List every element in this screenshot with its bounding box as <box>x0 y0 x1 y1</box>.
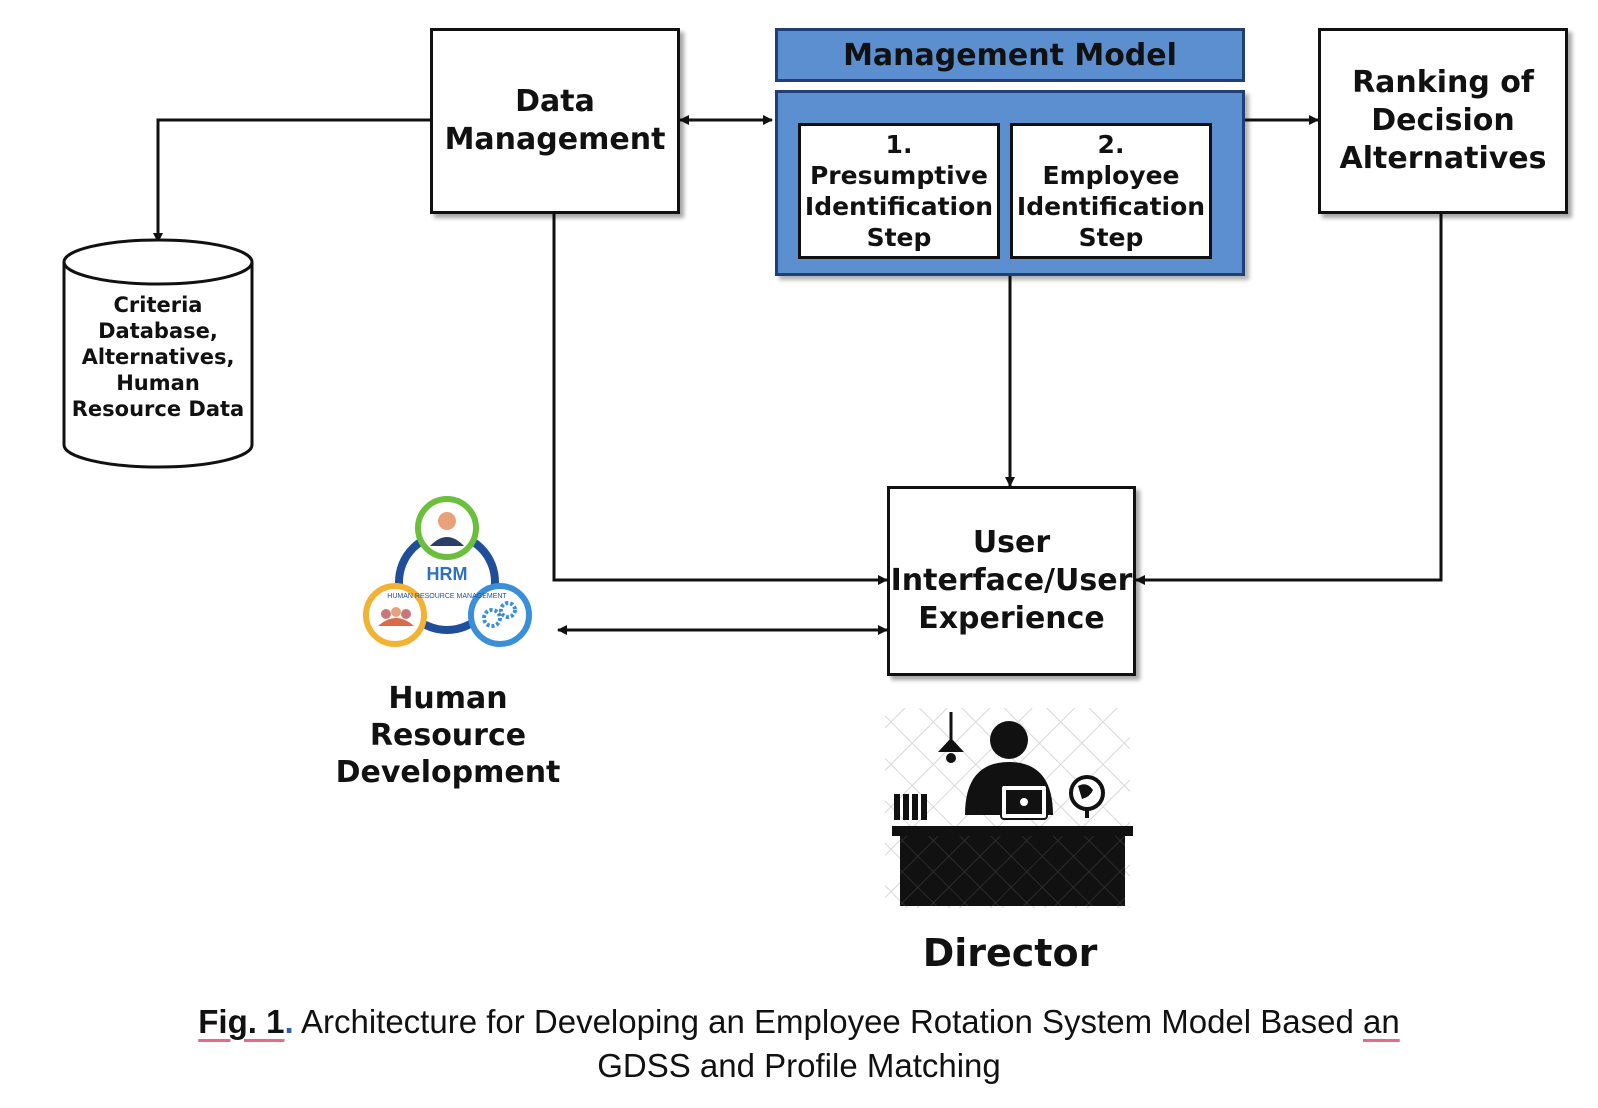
employee-identification-step-box: 2. Employee Identification Step <box>1010 123 1212 259</box>
hr-development-label: Human Resource Development <box>335 681 561 790</box>
step1-label: 1. Presumptive Identification Step <box>804 130 994 252</box>
director-icon <box>885 708 1133 908</box>
arrow-data-to-ui <box>552 214 888 585</box>
ranking-label: Ranking of Decision Alternatives <box>1339 65 1547 176</box>
database-label: Criteria Database, Alternatives, Human R… <box>71 293 245 421</box>
ui-ux-box: User Interface/User Experience <box>887 486 1136 676</box>
caption-fig-number: Fig. 1 <box>198 1003 285 1040</box>
arrow-data-to-database <box>153 118 430 243</box>
caption-underlined-word: an <box>1363 1003 1400 1040</box>
hrm-logo-icon: HRM HUMAN RESOURCE MANAGEMENT <box>363 496 532 647</box>
ui-ux-label: User Interface/User Experience <box>890 525 1133 636</box>
database-cylinder <box>62 238 254 469</box>
presumptive-identification-step-box: 1. Presumptive Identification Step <box>798 123 1000 259</box>
figure-caption: Fig. 1. Architecture for Developing an E… <box>0 1000 1598 1088</box>
step2-label: 2. Employee Identification Step <box>1016 130 1206 252</box>
data-management-box: Data Management <box>430 28 680 214</box>
arrow-ranking-to-ui <box>1135 214 1443 585</box>
hrm-logo-abbr: HRM <box>427 564 468 584</box>
director-label: Director <box>922 931 1098 975</box>
caption-line-1: Fig. 1. Architecture for Developing an E… <box>0 1000 1598 1044</box>
management-model-title: Management Model <box>843 37 1177 73</box>
data-management-label: Data Management <box>444 84 666 157</box>
caption-text: Architecture for Developing an Employee … <box>293 1003 1364 1040</box>
hrm-logo-text: HUMAN RESOURCE MANAGEMENT <box>387 593 507 600</box>
management-model-box: 1. Presumptive Identification Step 2. Em… <box>775 90 1245 276</box>
caption-dot: . <box>284 1003 294 1040</box>
management-model-header: Management Model <box>775 28 1245 82</box>
ranking-box: Ranking of Decision Alternatives <box>1318 28 1568 214</box>
caption-line-2: GDSS and Profile Matching <box>597 1047 1001 1084</box>
